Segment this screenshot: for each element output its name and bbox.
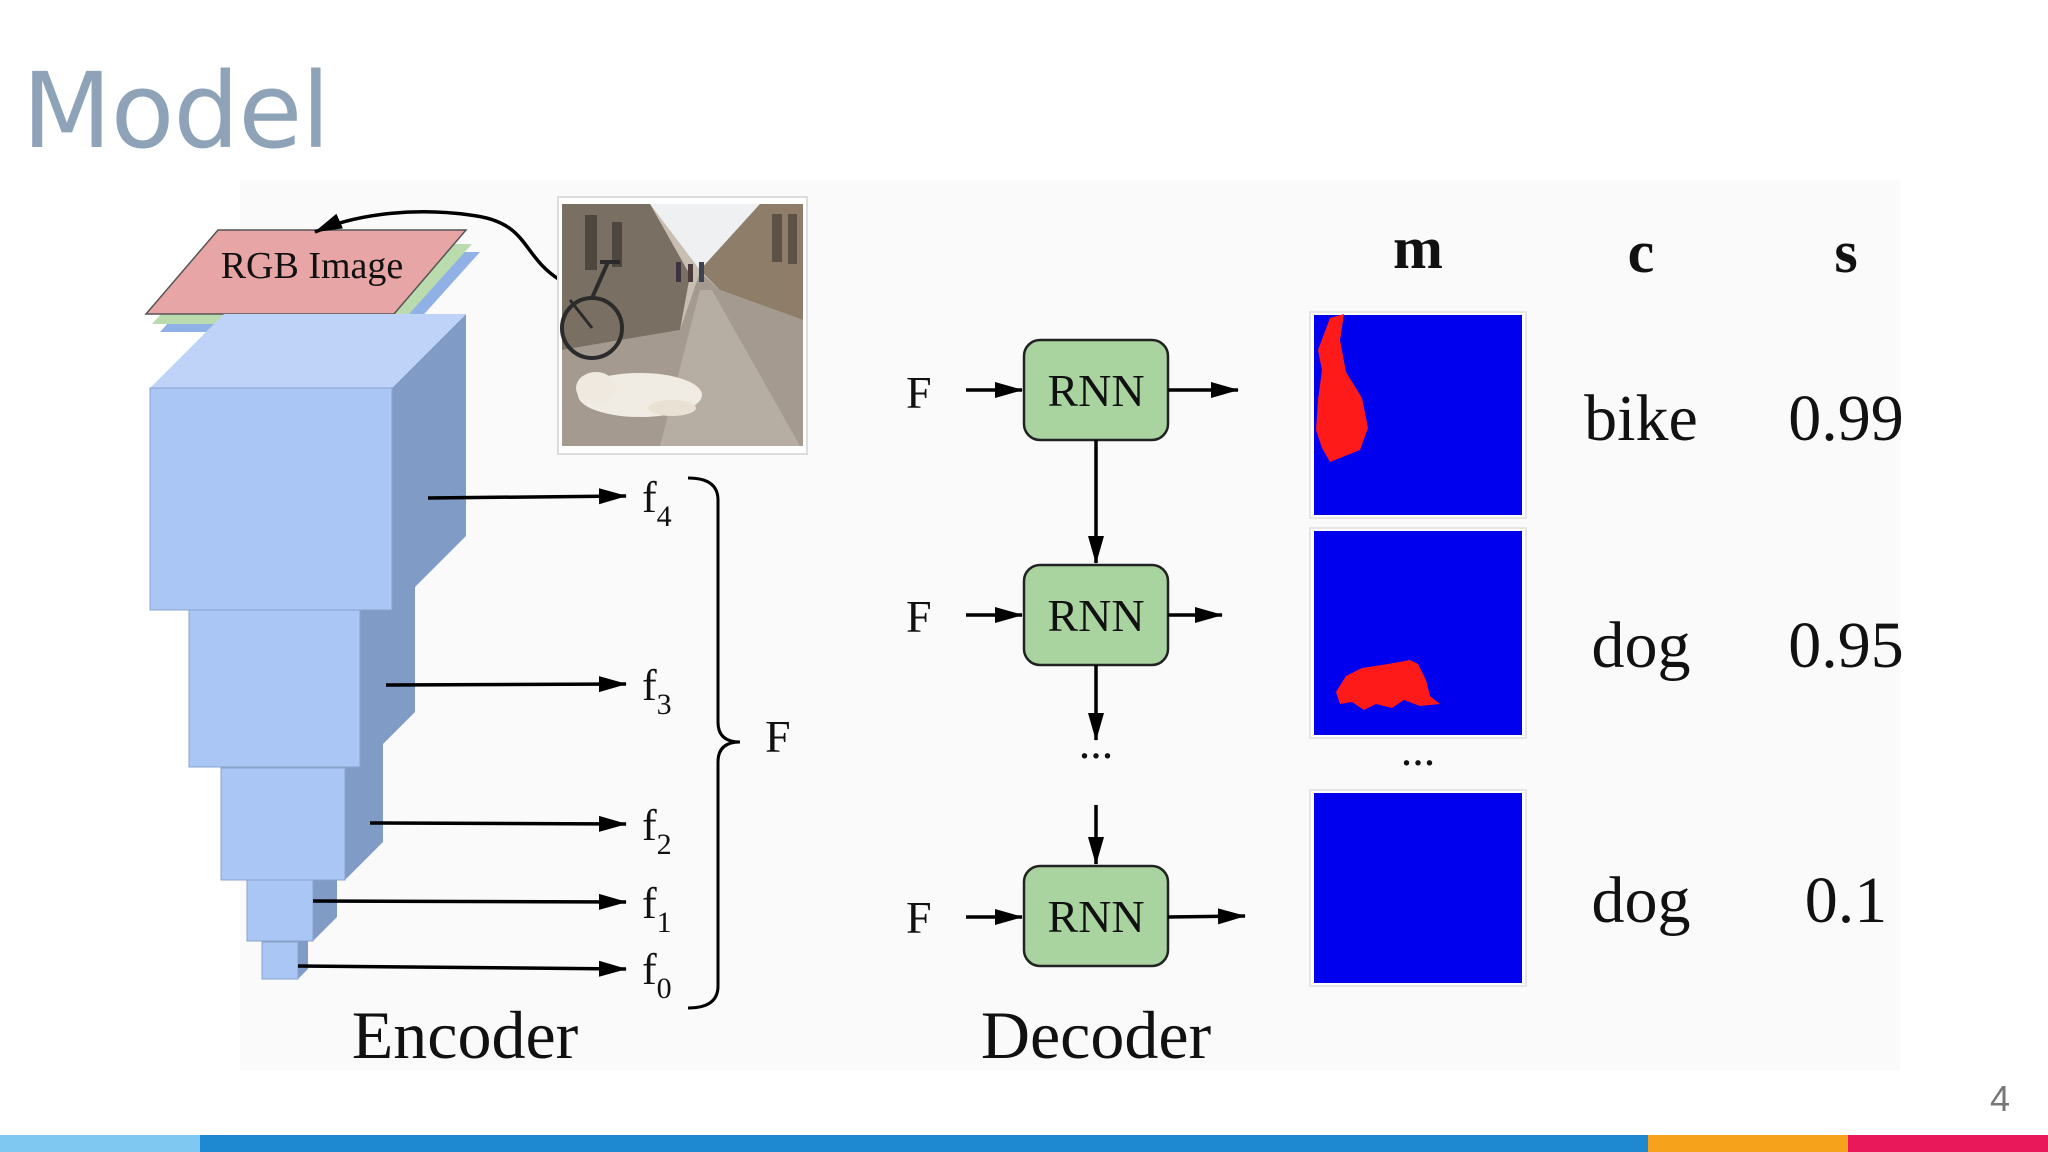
input-photo bbox=[557, 196, 808, 455]
rnn-block-1: RNN bbox=[1022, 338, 1170, 442]
mask-3 bbox=[1309, 789, 1527, 987]
footer-bar-blue bbox=[200, 1135, 1648, 1152]
feature-label-f2: f2 bbox=[642, 801, 672, 861]
footer-bar-light-blue bbox=[0, 1135, 200, 1152]
feature-arrow-f0 bbox=[297, 960, 627, 977]
feature-label-f0: f0 bbox=[642, 945, 672, 1005]
decoder: F F F RNN RNN RNN ... Decoder bbox=[906, 338, 1246, 1073]
header-class: c bbox=[1628, 219, 1655, 285]
mask-2 bbox=[1309, 527, 1527, 739]
rgb-image-label: RGB Image bbox=[221, 245, 404, 287]
feature-brace bbox=[687, 476, 741, 1010]
mask-ellipsis: ... bbox=[1401, 724, 1436, 775]
feature-label-f4: f4 bbox=[642, 473, 672, 533]
encoder: RGB Image bbox=[144, 210, 791, 1073]
rnn-block-2: RNN bbox=[1022, 563, 1170, 667]
feature-arrow-f1 bbox=[312, 893, 627, 910]
rnn-label-1: RNN bbox=[1047, 365, 1144, 416]
footer-bar-orange bbox=[1648, 1135, 1848, 1152]
concat-feature-label: F bbox=[765, 711, 791, 762]
feature-label-f1: f1 bbox=[642, 879, 672, 939]
page-number: 4 bbox=[1989, 1078, 2010, 1119]
encoder-block-4 bbox=[149, 314, 466, 611]
feature-labels: f4 f3 f2 f1 f0 bbox=[642, 473, 672, 1005]
header-mask: m bbox=[1393, 215, 1443, 281]
photo-to-input-arrow bbox=[314, 210, 561, 282]
decoder-ellipsis: ... bbox=[1079, 717, 1114, 768]
feature-arrow-f3 bbox=[385, 676, 627, 693]
class-value-3: dog bbox=[1592, 864, 1691, 937]
rnn-block-3: RNN bbox=[1022, 864, 1170, 968]
footer-bar-pink bbox=[1848, 1135, 2048, 1152]
header-score: s bbox=[1834, 219, 1857, 285]
decoder-input-label-1: F bbox=[906, 367, 932, 418]
mask-1 bbox=[1309, 311, 1527, 519]
feature-label-f3: f3 bbox=[642, 661, 672, 721]
decoder-input-label-3: F bbox=[906, 892, 932, 943]
outputs: m c s ... bike 0.99 dog 0.95 dog 0.1 bbox=[1309, 215, 1904, 987]
score-value-3: 0.1 bbox=[1805, 864, 1888, 937]
class-value-1: bike bbox=[1584, 382, 1698, 455]
rnn-label-3: RNN bbox=[1047, 891, 1144, 942]
slide-title: Model bbox=[22, 50, 330, 172]
class-value-2: dog bbox=[1592, 609, 1691, 682]
feature-arrow-f2 bbox=[369, 815, 627, 832]
score-value-1: 0.99 bbox=[1788, 382, 1904, 455]
score-value-2: 0.95 bbox=[1788, 609, 1904, 682]
decoder-input-label-2: F bbox=[906, 591, 932, 642]
rnn-label-2: RNN bbox=[1047, 590, 1144, 641]
decoder-label: Decoder bbox=[981, 997, 1212, 1073]
feature-arrow-f4 bbox=[427, 488, 627, 505]
encoder-label: Encoder bbox=[352, 997, 579, 1073]
